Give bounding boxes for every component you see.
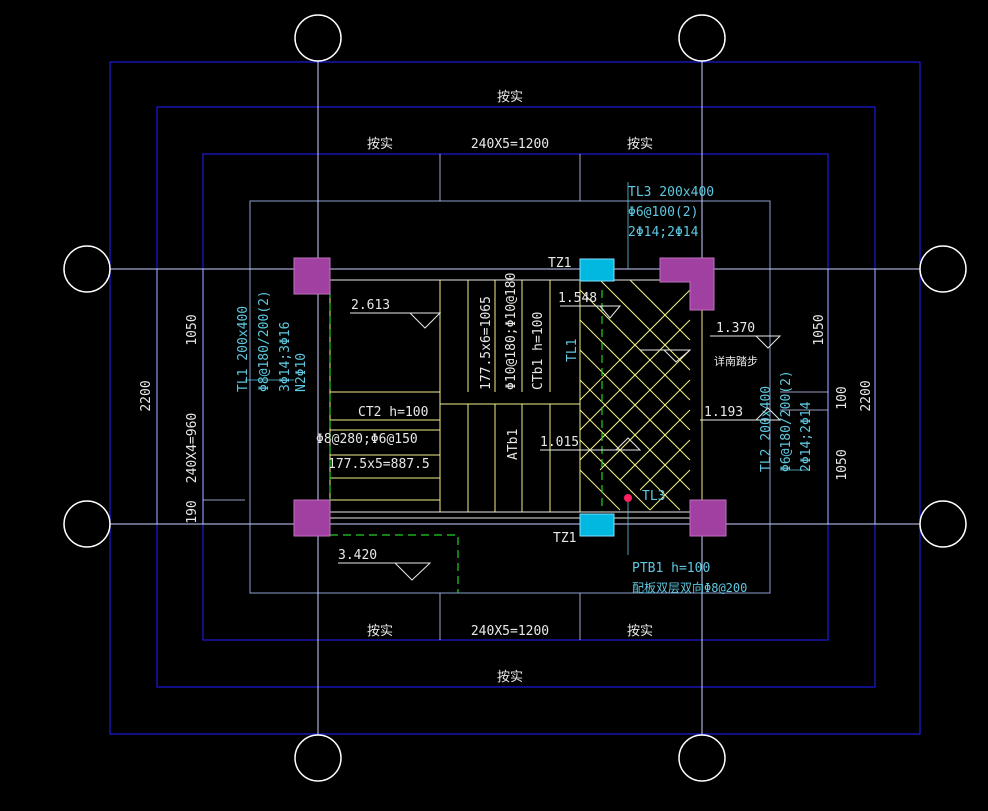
column-bottom-left [293, 499, 331, 537]
ptb1-line2: 配板双层双向Φ8@200 [632, 580, 747, 595]
green-dashed-lines [329, 290, 603, 593]
dim-bottom-left: 按实 [367, 624, 393, 639]
frame-inner [249, 200, 771, 594]
tl2-title: TL2 200x400 [759, 386, 774, 472]
dim-right-lower: 1050 [835, 449, 850, 480]
tl3-line3: 2Φ14;2Φ14 [628, 225, 699, 240]
frame-outer [109, 61, 921, 735]
dim-top-right: 按实 [627, 137, 653, 152]
tl1-title: TL1 200x400 [236, 306, 251, 392]
column-top-right [659, 257, 715, 311]
tz1-bottom-label: TZ1 [553, 531, 576, 546]
dim-top-mid: 240X5=1200 [471, 137, 549, 152]
level-2613: 2.613 [351, 298, 390, 313]
dim-left-mid: 240X4=960 [185, 413, 200, 483]
level-1015: 1.015 [540, 435, 579, 450]
axis-bubble-top-right [678, 14, 726, 62]
level-1193: 1.193 [704, 405, 743, 420]
level-3420: 3.420 [338, 548, 377, 563]
dim-right-total: 2200 [859, 380, 874, 411]
axis-bubble-right-lower [919, 500, 967, 548]
ct2-label: CT2 h=100 [358, 405, 428, 420]
axis-bubble-right-upper [919, 245, 967, 293]
ctb1-label: CTb1 h=100 [531, 312, 546, 390]
dim-bottom-outer: 按实 [497, 670, 523, 685]
dim-left-upper: 1050 [185, 314, 200, 345]
tl1-line3: 3Φ14;3Φ16 [278, 322, 293, 392]
dim-bottom-mid: 240X5=1200 [471, 624, 549, 639]
axis-bubble-bottom-left [294, 734, 342, 782]
tl3-title: TL3 200x400 [628, 185, 714, 200]
tz1-column-bottom [579, 513, 615, 537]
dim-right-mid: 100 [835, 386, 850, 409]
ct2-rebar: Φ8@280;Φ6@150 [316, 432, 418, 447]
axis-bubble-bottom-right [678, 734, 726, 782]
level-markers [338, 305, 782, 581]
tz-columns [579, 258, 615, 537]
red-dot-marker [624, 494, 632, 502]
dim-left-total: 2200 [139, 380, 154, 411]
level-1548: 1.548 [558, 291, 597, 306]
axis-bubbles [63, 14, 967, 782]
tl1-mark: TL1 [565, 339, 580, 362]
column-top-left [293, 257, 331, 295]
ctb1-steps: 177.5x6=1065 [479, 296, 494, 390]
ct2-steps: 177.5x5=887.5 [328, 457, 430, 472]
white-labels: TZ1 TZ1 2.613 1.548 1.370 1.193 1.015 3.… [316, 256, 758, 563]
stair-note: 详南踏步 [714, 354, 758, 368]
tl3-mark: TL3 [642, 489, 665, 504]
dim-top-left: 按实 [367, 137, 393, 152]
leader-lines [245, 182, 808, 555]
axis-bubble-left-upper [63, 245, 111, 293]
dimension-texts: 按实 按实 240X5=1200 按实 按实 240X5=1200 按实 按实 … [139, 90, 874, 685]
atb1-label: ATb1 [506, 429, 521, 460]
tl3-line2: Φ6@100(2) [628, 205, 698, 220]
dim-top-outer: 按实 [497, 90, 523, 105]
dim-bottom-right: 按实 [627, 624, 653, 639]
tl1-line4: N2Φ10 [294, 353, 309, 392]
dim-right-upper: 1050 [812, 314, 827, 345]
columns [293, 257, 727, 537]
axis-bubble-left-lower [63, 500, 111, 548]
column-bottom-right [689, 499, 727, 537]
tz1-top-label: TZ1 [548, 256, 571, 271]
axis-bubble-top-left [294, 14, 342, 62]
tl2-line2: Φ6@180/200(2) [779, 370, 794, 472]
cyan-labels: TL3 200x400 Φ6@100(2) 2Φ14;2Φ14 TL1 200x… [236, 185, 814, 595]
level-1370: 1.370 [716, 321, 755, 336]
landing-edges [330, 279, 700, 519]
tl2-line3: 2Φ14;2Φ14 [799, 401, 814, 472]
ptb1-title: PTB1 h=100 [632, 561, 710, 576]
dim-left-lower: 190 [185, 500, 200, 523]
tz1-column-top [579, 258, 615, 282]
ctb1-rebar: Φ10@180;Φ10@180 [504, 273, 519, 390]
tl1-line2: Φ8@180/200(2) [257, 290, 272, 392]
dimension-lines [156, 154, 876, 640]
